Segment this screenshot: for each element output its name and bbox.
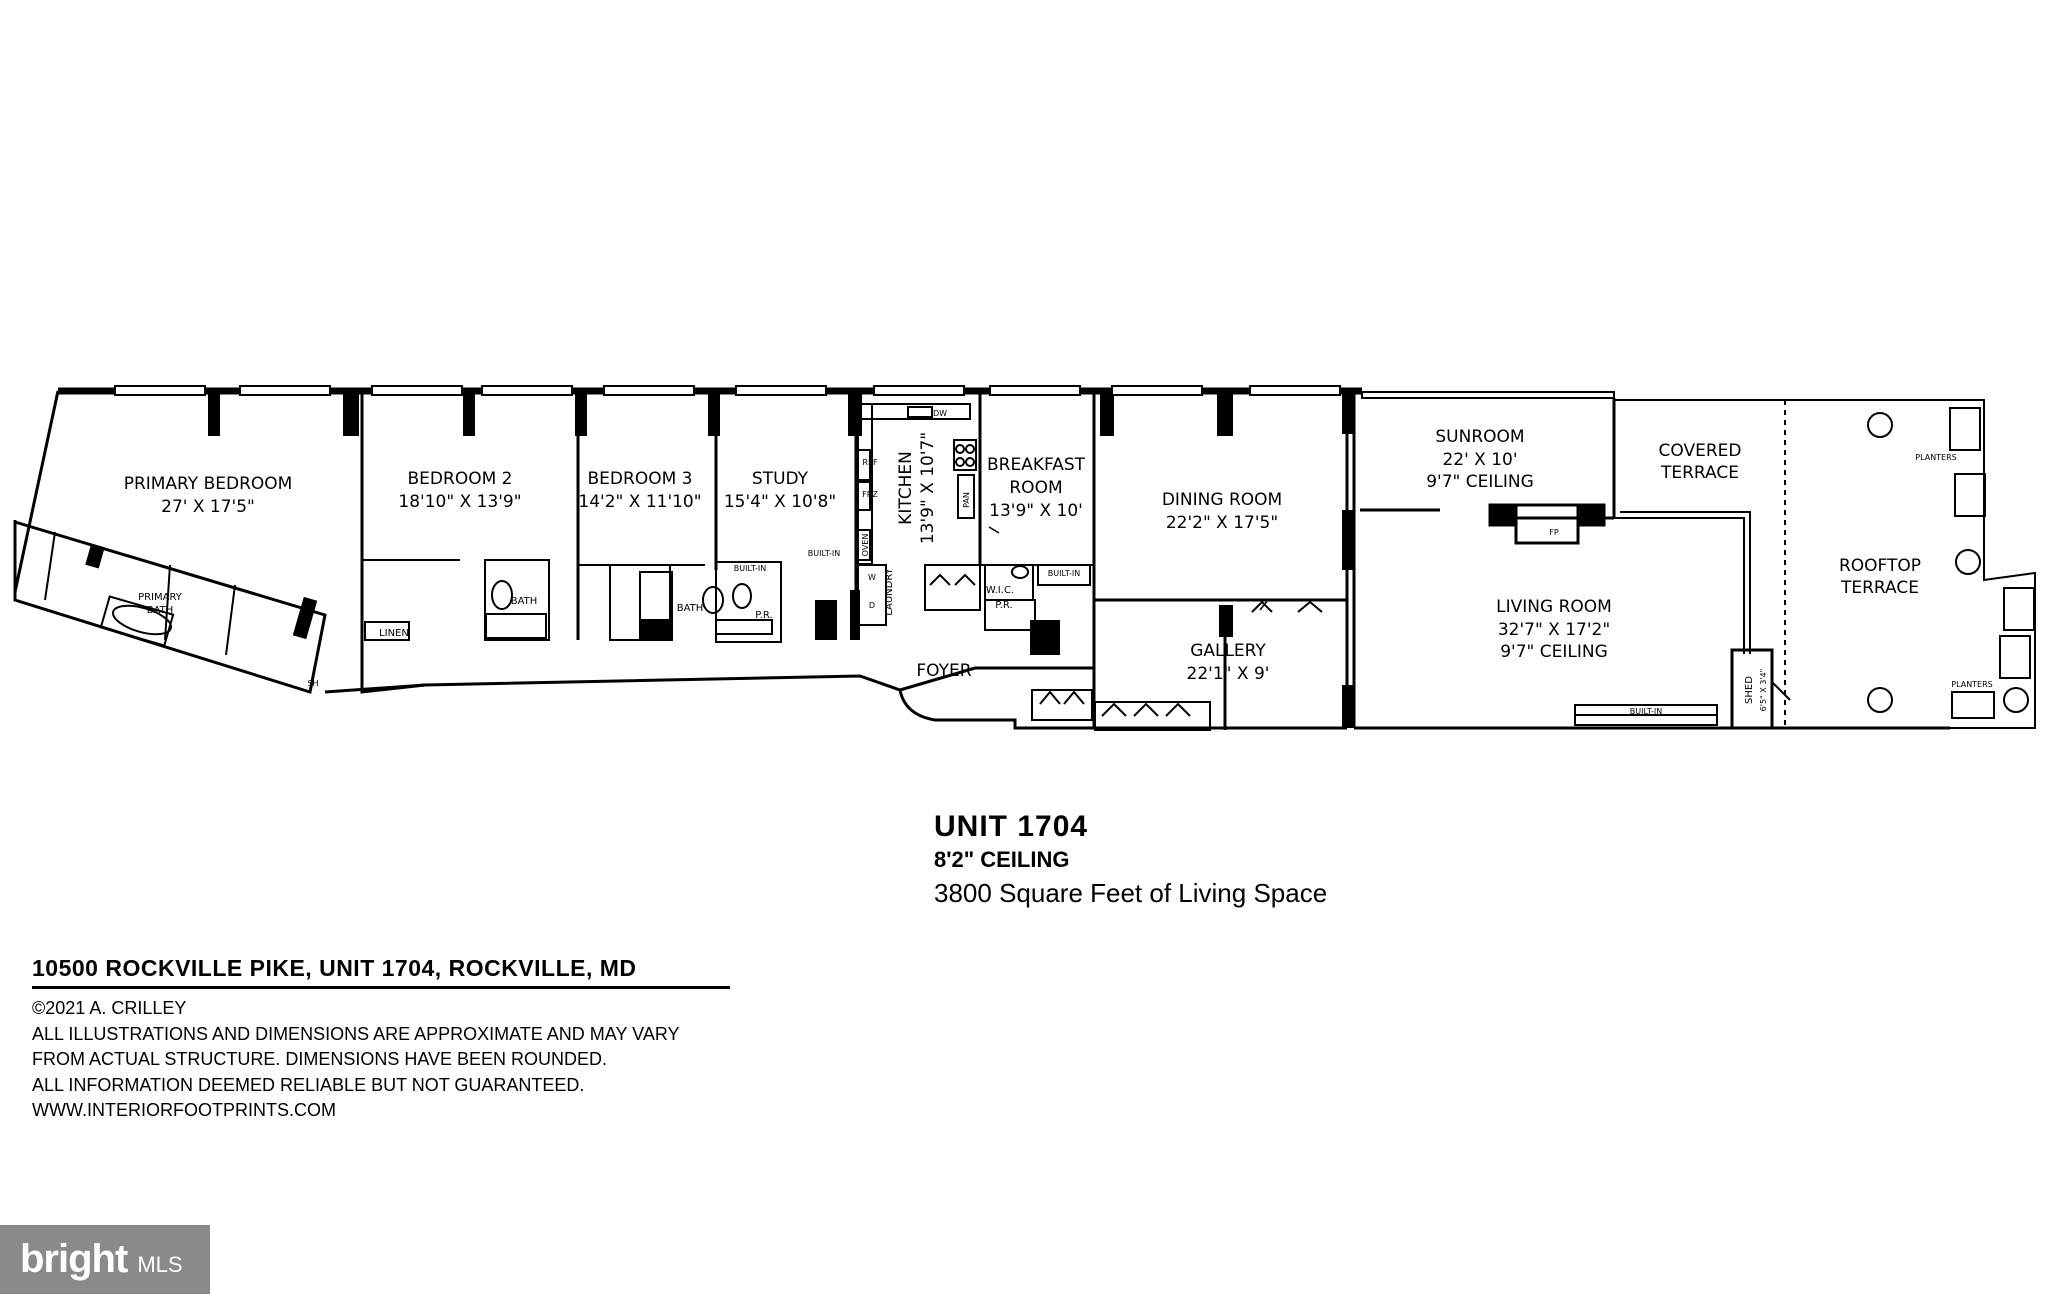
covered-terrace-label-2: TERRACE: [1660, 463, 1739, 483]
website-link[interactable]: WWW.INTERIORFOOTPRINTS.COM: [32, 1100, 336, 1120]
square-footage: 3800 Square Feet of Living Space: [934, 878, 1328, 908]
disclaimer-line-3: ALL INFORMATION DEEMED RELIABLE BUT NOT …: [32, 1074, 585, 1095]
property-address: 10500 ROCKVILLE PIKE, UNIT 1704, ROCKVIL…: [32, 955, 637, 981]
study-label: STUDY: [752, 469, 809, 489]
breakfast-dims: 13'9" X 10': [989, 501, 1083, 521]
kitchen-label: KITCHEN: [896, 451, 916, 525]
primary-bedroom-label: PRIMARY BEDROOM: [124, 474, 293, 494]
dining-room-dims: 22'2" X 17'5": [1166, 513, 1278, 533]
dryer-label: D: [869, 601, 875, 610]
primary-bedroom-dims: 27' X 17'5": [161, 497, 255, 517]
rooftop-terrace-label-2: TERRACE: [1840, 578, 1919, 598]
disclaimer-line-1: ALL ILLUSTRATIONS AND DIMENSIONS ARE APP…: [32, 1023, 680, 1044]
powder-room-label-study: P.R.: [755, 610, 772, 621]
bright-mls-logo: bright MLS: [0, 1225, 210, 1294]
planters-label-2: PLANTERS: [1951, 680, 1993, 689]
dining-room-label: DINING ROOM: [1162, 490, 1282, 510]
exterior-wall: [58, 390, 1368, 728]
living-room-label: LIVING ROOM: [1496, 597, 1612, 617]
bedroom2-dims: 18'10" X 13'9": [398, 492, 521, 512]
built-in-label-breakfast: BUILT-IN: [1048, 569, 1080, 578]
disclaimer-line-2: FROM ACTUAL STRUCTURE. DIMENSIONS HAVE B…: [32, 1049, 608, 1069]
kitchen-dims: 13'9" X 10'7": [918, 432, 938, 544]
primary-bath-label-1: PRIMARY: [138, 592, 183, 603]
shed-dims: 6'5" X 3'4": [1759, 669, 1768, 712]
bedroom3-label: BEDROOM 3: [588, 469, 693, 489]
linen-label: LINEN: [379, 628, 409, 639]
rooftop-terrace-label-1: ROOFTOP: [1839, 556, 1921, 576]
study-dims: 15'4" X 10'8": [724, 492, 836, 512]
built-in-label-study: BUILT-IN: [734, 564, 766, 573]
breakfast-label-2: ROOM: [1009, 478, 1062, 498]
disclaimer-block: ©2021 A. CRILLEY ALL ILLUSTRATIONS AND D…: [32, 996, 680, 1124]
gallery-dims: 22'1" X 9': [1187, 664, 1270, 684]
oven-label: OVEN: [861, 534, 870, 557]
breakfast-label-1: BREAKFAST: [987, 455, 1086, 475]
powder-room-label-breakfast: P.R.: [995, 600, 1012, 611]
covered-terrace-label-1: COVERED: [1659, 441, 1742, 461]
copyright-line: ©2021 A. CRILLEY: [32, 998, 187, 1018]
built-in-label-living: BUILT-IN: [1630, 707, 1662, 716]
living-room-ceiling: 9'7" CEILING: [1500, 642, 1608, 662]
sunroom-dims: 22' X 10': [1442, 450, 1517, 470]
mls-logo-text: MLS: [137, 1251, 183, 1277]
address-underline: [32, 986, 730, 989]
fireplace-label: FP: [1549, 528, 1559, 537]
bath-label-bedroom3: BATH: [677, 603, 704, 614]
primary-bath-label-2: BATH: [147, 605, 174, 616]
shed-label: SHED: [1744, 676, 1755, 704]
bedroom3-dims: 14'2" X 11'10": [578, 492, 701, 512]
shower-label: SH: [307, 679, 318, 688]
planters-label-1: PLANTERS: [1915, 453, 1957, 462]
foyer-label: FOYER: [916, 661, 971, 681]
living-room-dims: 32'7" X 17'2": [1498, 620, 1610, 640]
unit-title: UNIT 1704: [934, 810, 1089, 843]
bedroom2-label: BEDROOM 2: [408, 469, 513, 489]
laundry-label: LAUNDRY: [884, 567, 895, 615]
freezer-label: FRZ: [862, 490, 878, 499]
dishwasher-label: DW: [933, 409, 947, 418]
pantry-label: PAN: [962, 492, 971, 508]
wic-label: W.I.C.: [986, 585, 1014, 596]
built-in-label-study-2: BUILT-IN: [808, 549, 840, 558]
bright-logo-text: bright: [20, 1237, 128, 1281]
refrigerator-label: REF: [862, 458, 878, 467]
sunroom-label: SUNROOM: [1435, 427, 1524, 447]
gallery-label: GALLERY: [1190, 641, 1266, 661]
sunroom-ceiling: 9'7" CEILING: [1426, 472, 1534, 492]
bath-label-bedroom2: BATH: [511, 596, 538, 607]
washer-label: W: [868, 573, 876, 582]
unit-ceiling: 8'2" CEILING: [934, 847, 1070, 872]
